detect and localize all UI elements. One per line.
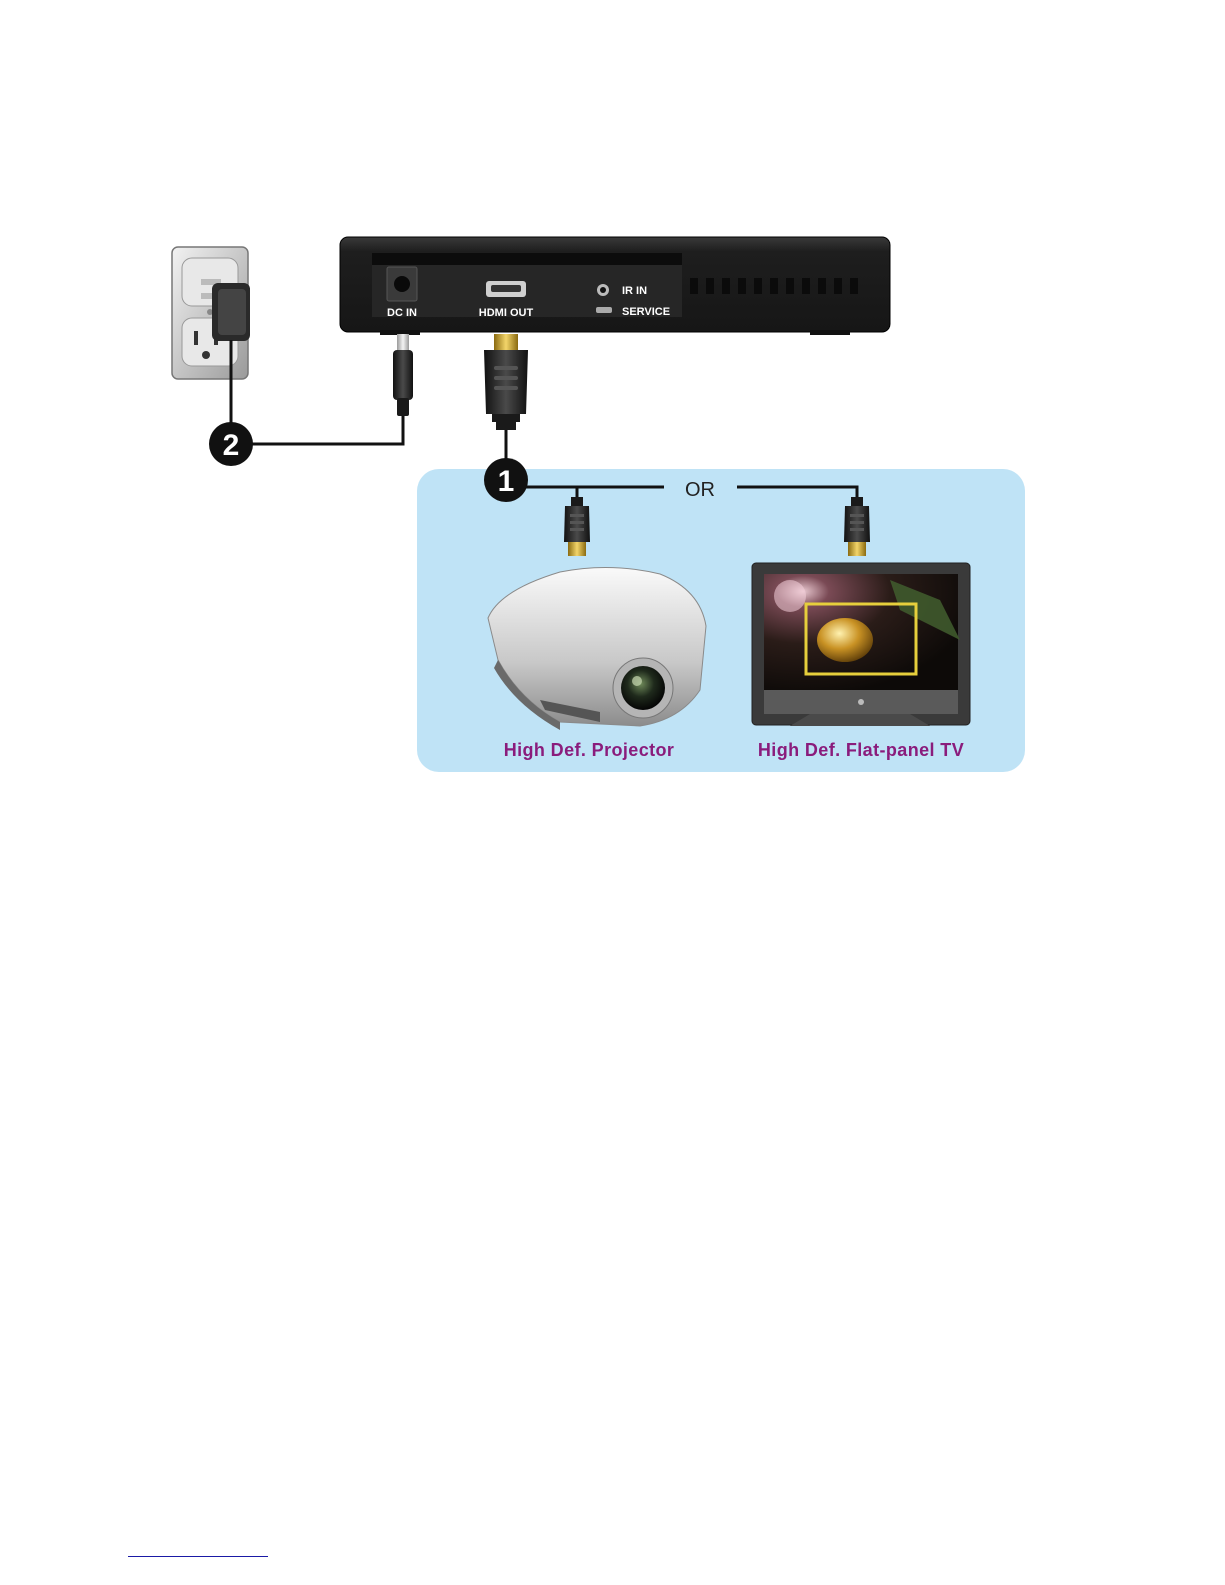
step-2-number: 2: [223, 429, 240, 462]
or-label: OR: [685, 479, 715, 501]
step-1-badge: 1: [484, 458, 528, 502]
service-port: [596, 307, 612, 313]
service-label: SERVICE: [622, 306, 670, 318]
dc-plug-icon: [393, 334, 413, 416]
power-cable: [231, 340, 403, 444]
flat-panel-tv-icon: [752, 563, 970, 726]
dc-in-label: DC IN: [387, 307, 417, 319]
hdmi-plug-icon: [484, 334, 528, 430]
footnote-rule: [128, 1556, 268, 1557]
tv-label: High Def. Flat-panel TV: [758, 740, 964, 760]
dc-in-port: [394, 276, 410, 292]
hdmi-out-label: HDMI OUT: [479, 307, 534, 319]
projector-label: High Def. Projector: [504, 740, 675, 760]
ir-in-label: IR IN: [622, 285, 647, 297]
step-1-number: 1: [498, 465, 515, 498]
step-2-badge: 2: [209, 422, 253, 466]
media-player-rear-panel: DC IN HDMI OUT IR IN SERVICE: [340, 237, 890, 335]
